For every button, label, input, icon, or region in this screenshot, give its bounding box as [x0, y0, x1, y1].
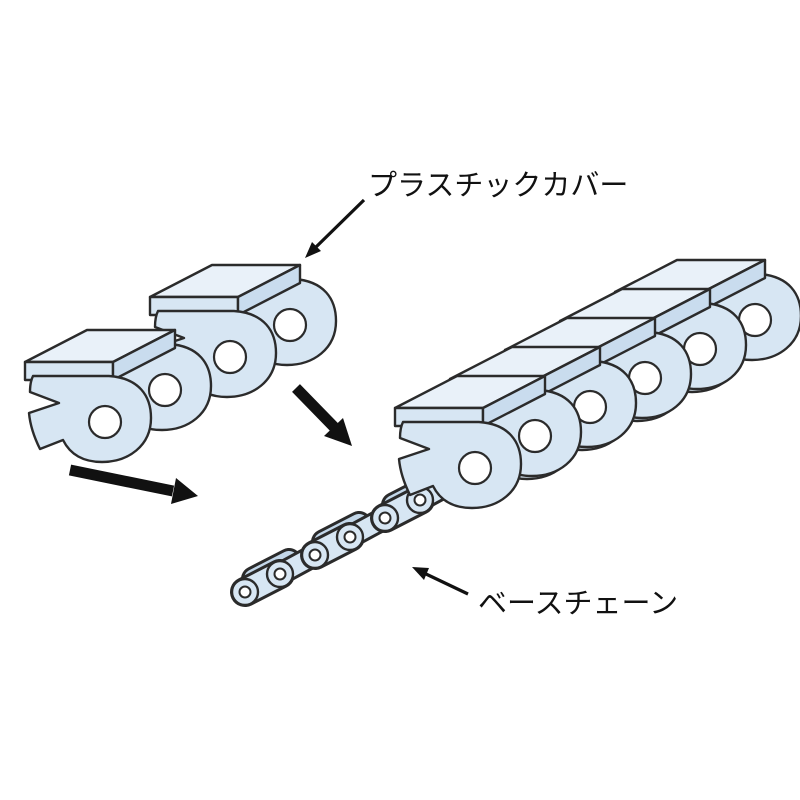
insertion-arrow-upper: [292, 384, 352, 446]
chain-pin: [273, 567, 287, 581]
insertion-arrow-lower: [68, 464, 198, 504]
cover-label-group: プラスチックカバー: [305, 170, 628, 258]
arrow-shaft: [68, 464, 175, 497]
chain-pin: [343, 530, 357, 544]
arrow-shaft: [292, 384, 338, 431]
plastic-cover-assembled-1: [393, 374, 583, 510]
chain-pin: [413, 493, 427, 507]
plastic-cover-loose-1: [23, 328, 213, 464]
cover-leader-line: [314, 198, 366, 249]
chain-label: ベースチェーン: [478, 588, 678, 620]
chain-leader-arrowhead: [412, 567, 429, 580]
chain-pin: [378, 511, 392, 525]
arrow-head: [324, 418, 352, 446]
chain-leader-line: [425, 572, 469, 596]
assembled-cover-row: [393, 258, 800, 510]
chain-pin: [308, 548, 322, 562]
cover-label: プラスチックカバー: [368, 170, 628, 202]
chain-label-group: ベースチェーン: [412, 567, 678, 620]
cover-leader-arrowhead: [305, 242, 321, 258]
chain-pin: [238, 585, 252, 599]
arrow-head: [171, 478, 198, 504]
